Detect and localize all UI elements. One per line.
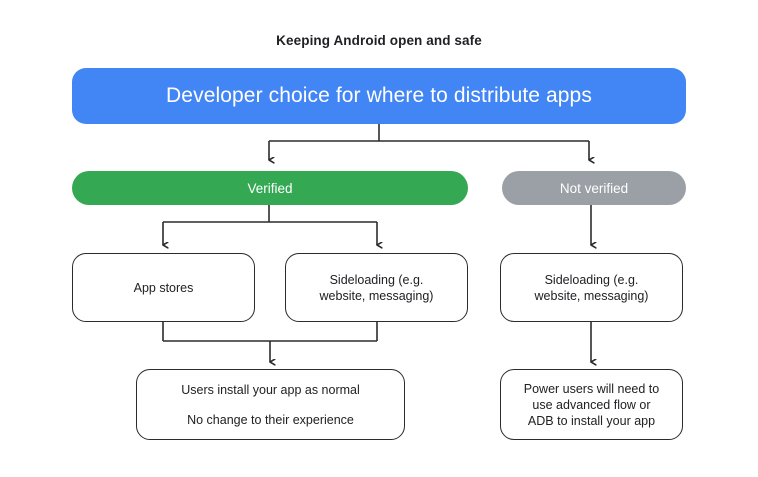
node-app-stores[interactable]: App stores bbox=[72, 253, 255, 322]
node-verified-label: Verified bbox=[247, 180, 293, 196]
node-not-verified-label: Not verified bbox=[559, 180, 629, 196]
node-not-verified-outcome[interactable]: Power users will need to use advanced fl… bbox=[500, 369, 683, 440]
node-app-stores-label: App stores bbox=[133, 280, 194, 295]
node-verified-outcome-line1: Users install your app as normal bbox=[181, 382, 360, 397]
node-sideloading-verified-line2: website, messaging) bbox=[319, 288, 434, 303]
node-sideloading-not-verified-line2: website, messaging) bbox=[534, 288, 649, 303]
edge-verified-merge bbox=[162, 322, 378, 362]
node-not-verified-outcome-line3: ADB to install your app bbox=[527, 413, 656, 428]
node-not-verified-outcome-line2: use advanced flow or bbox=[532, 397, 651, 412]
node-developer-choice-label: Developer choice for where to distribute… bbox=[166, 84, 592, 107]
node-verified-outcome[interactable]: Users install your app as normal No chan… bbox=[136, 369, 405, 440]
node-not-verified-outcome-line1: Power users will need to bbox=[523, 381, 660, 396]
node-developer-choice[interactable]: Developer choice for where to distribute… bbox=[72, 68, 686, 124]
node-sideloading-verified[interactable]: Sideloading (e.g. website, messaging) bbox=[285, 253, 468, 322]
edge-root-split bbox=[269, 124, 589, 160]
node-verified-outcome-line2: No change to their experience bbox=[187, 412, 354, 427]
node-verified[interactable]: Verified bbox=[72, 171, 468, 205]
edge-verified-split bbox=[163, 205, 377, 245]
node-not-verified[interactable]: Not verified bbox=[502, 171, 686, 205]
node-sideloading-verified-line1: Sideloading (e.g. bbox=[329, 272, 424, 287]
node-sideloading-not-verified-line1: Sideloading (e.g. bbox=[544, 272, 639, 287]
page-title: Keeping Android open and safe bbox=[276, 33, 482, 48]
node-sideloading-not-verified[interactable]: Sideloading (e.g. website, messaging) bbox=[500, 253, 683, 322]
